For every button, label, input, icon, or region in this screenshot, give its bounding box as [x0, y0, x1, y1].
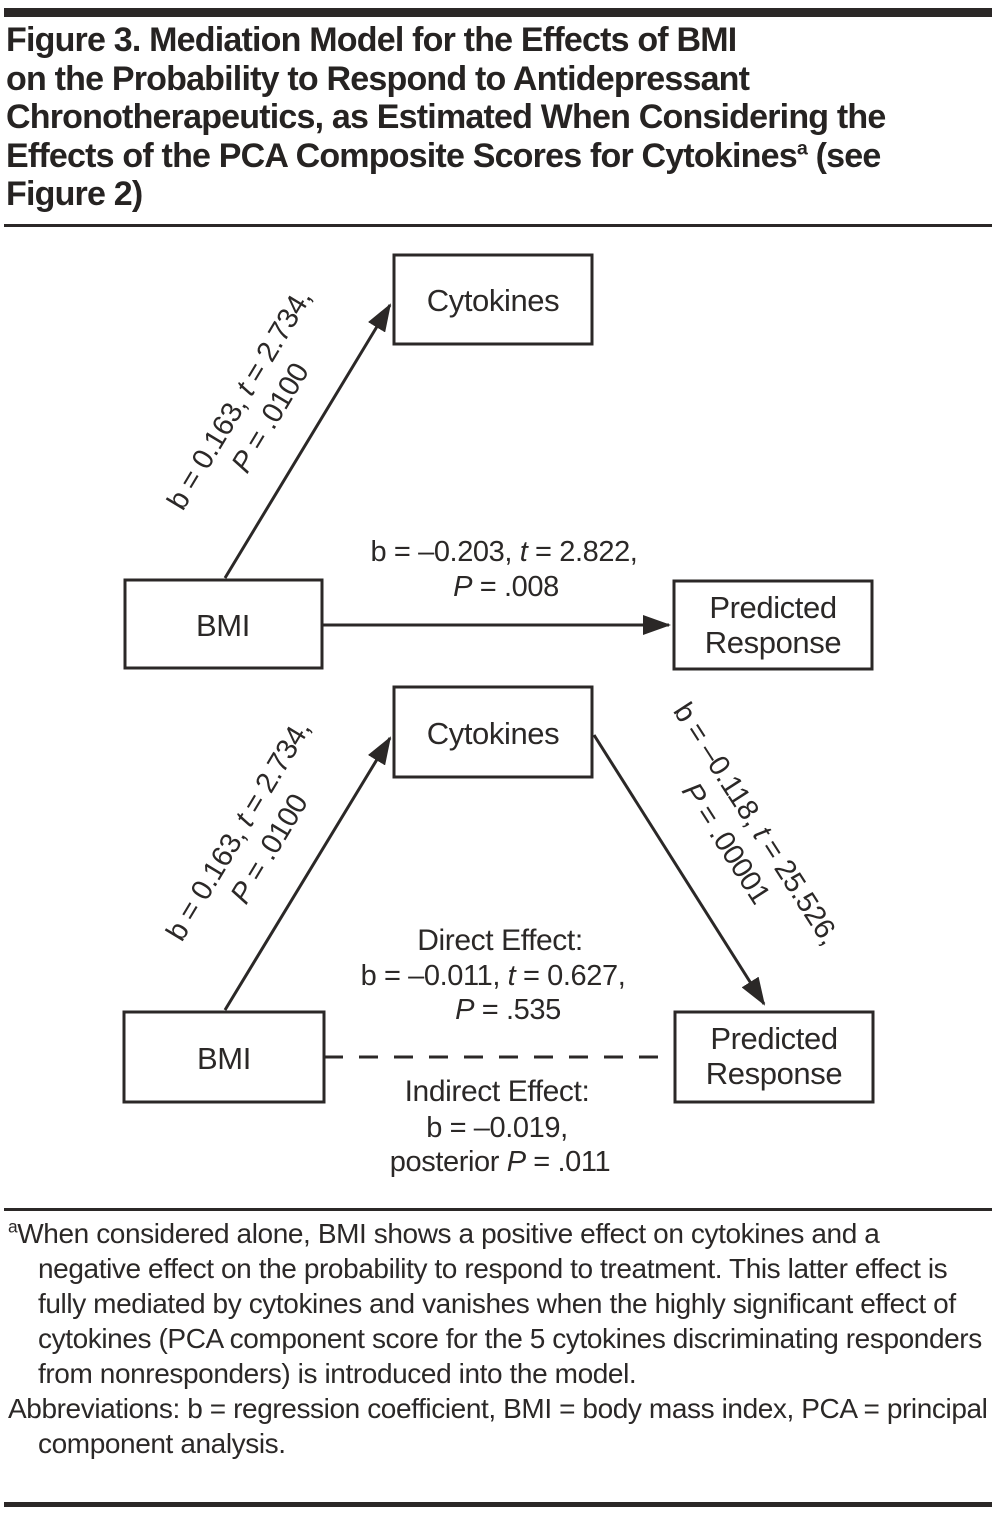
caption-text: (see: [806, 136, 882, 175]
figure-caption-line: Chronotherapeutics, as Estimated When Co…: [6, 98, 886, 136]
abbreviations-text: Abbreviations: b = regression coefficien…: [8, 1393, 988, 1459]
top-rule: [4, 8, 992, 17]
figure-caption-line: Figure 3. Mediation Model for the Effect…: [6, 21, 737, 59]
svg-text:P = .008: P = .008: [453, 571, 559, 603]
node-label-predicted-response-line2: Response: [705, 625, 841, 660]
svg-text:Indirect Effect:: Indirect Effect:: [405, 1075, 590, 1108]
figure-caption: Figure 3. Mediation Model for the Effect…: [6, 21, 992, 214]
svg-text:P = .535: P = .535: [455, 994, 561, 1026]
figure-caption-line: Figure 2): [6, 175, 143, 213]
node-label-bmi: BMI: [197, 1041, 251, 1076]
node-label-predicted-response-line1: Predicted: [709, 590, 836, 625]
figure-caption-line: on the Probability to Respond to Antidep…: [6, 59, 750, 98]
caption-superscript: a: [796, 137, 808, 160]
bottom-rule: [4, 1502, 992, 1507]
node-label-cytokines: Cytokines: [427, 283, 560, 318]
edge-label-bmi-cytokines: b = 0.163, t = 2.734, P = .0100: [160, 715, 317, 947]
node-label-bmi: BMI: [196, 608, 250, 643]
node-box-bmi: [123, 578, 324, 670]
node-label-predicted-response-line1: Predicted: [710, 1021, 837, 1056]
node-label-cytokines: Cytokines: [427, 716, 560, 751]
svg-text:b = –0.118, t = 25.526,: b = –0.118, t = 25.526,: [667, 697, 845, 950]
direct-effect-label: Direct Effect: b = –0.011, t = 0.627, P …: [361, 924, 626, 1026]
footnote-divider-rule: [4, 1208, 992, 1211]
node-box-bmi: [122, 1010, 326, 1104]
model-mediated-effects: Cytokines BMI Predicted Response b = 0.1…: [122, 685, 875, 1178]
node-box-predicted-response: [672, 579, 874, 671]
caption-text: Effects of the PCA Composite Scores for …: [6, 136, 798, 175]
caption-divider-rule: [4, 224, 992, 227]
footnote-body: When considered alone, BMI shows a posit…: [17, 1218, 982, 1389]
node-label-predicted-response-line2: Response: [706, 1056, 842, 1091]
footnote-marker: a: [8, 1216, 18, 1237]
footnote-text: aWhen considered alone, BMI shows a posi…: [8, 1216, 988, 1391]
edge-label-bmi-response: b = –0.203, t = 2.822, P = .008: [371, 536, 638, 603]
svg-text:b = –0.011, t = 0.627,: b = –0.011, t = 0.627,: [361, 960, 626, 992]
arrow-cytokines-to-response: [592, 734, 766, 1006]
node-box-cytokines: [392, 685, 594, 779]
figure-footnote: aWhen considered alone, BMI shows a posi…: [8, 1216, 988, 1461]
edge-label-cytokines-response: b = –0.118, t = 25.526, P = .00001: [667, 697, 845, 950]
node-box-predicted-response: [673, 1010, 875, 1104]
edge-label-bmi-cytokines: b = 0.163, t = 2.734, P = .0100: [161, 284, 318, 516]
svg-text:posterior P = .011: posterior P = .011: [390, 1146, 610, 1178]
arrow-bmi-to-cytokines: [223, 303, 392, 579]
model-total-effects: Cytokines BMI Predicted Response b = 0.1…: [123, 253, 874, 671]
mediation-diagram: Cytokines BMI Predicted Response b = 0.1…: [122, 253, 875, 1178]
svg-text:Direct Effect:: Direct Effect:: [417, 924, 583, 957]
indirect-effect-label: Indirect Effect: b = –0.019, posterior P…: [390, 1075, 611, 1178]
svg-text:b = –0.019,: b = –0.019,: [426, 1112, 568, 1144]
figure-caption-line: Effects of the PCA Composite Scores for …: [6, 137, 992, 176]
node-box-cytokines: [392, 253, 594, 346]
arrow-bmi-to-cytokines: [223, 736, 392, 1011]
svg-text:b = –0.203, t = 2.822,: b = –0.203, t = 2.822,: [371, 536, 638, 568]
